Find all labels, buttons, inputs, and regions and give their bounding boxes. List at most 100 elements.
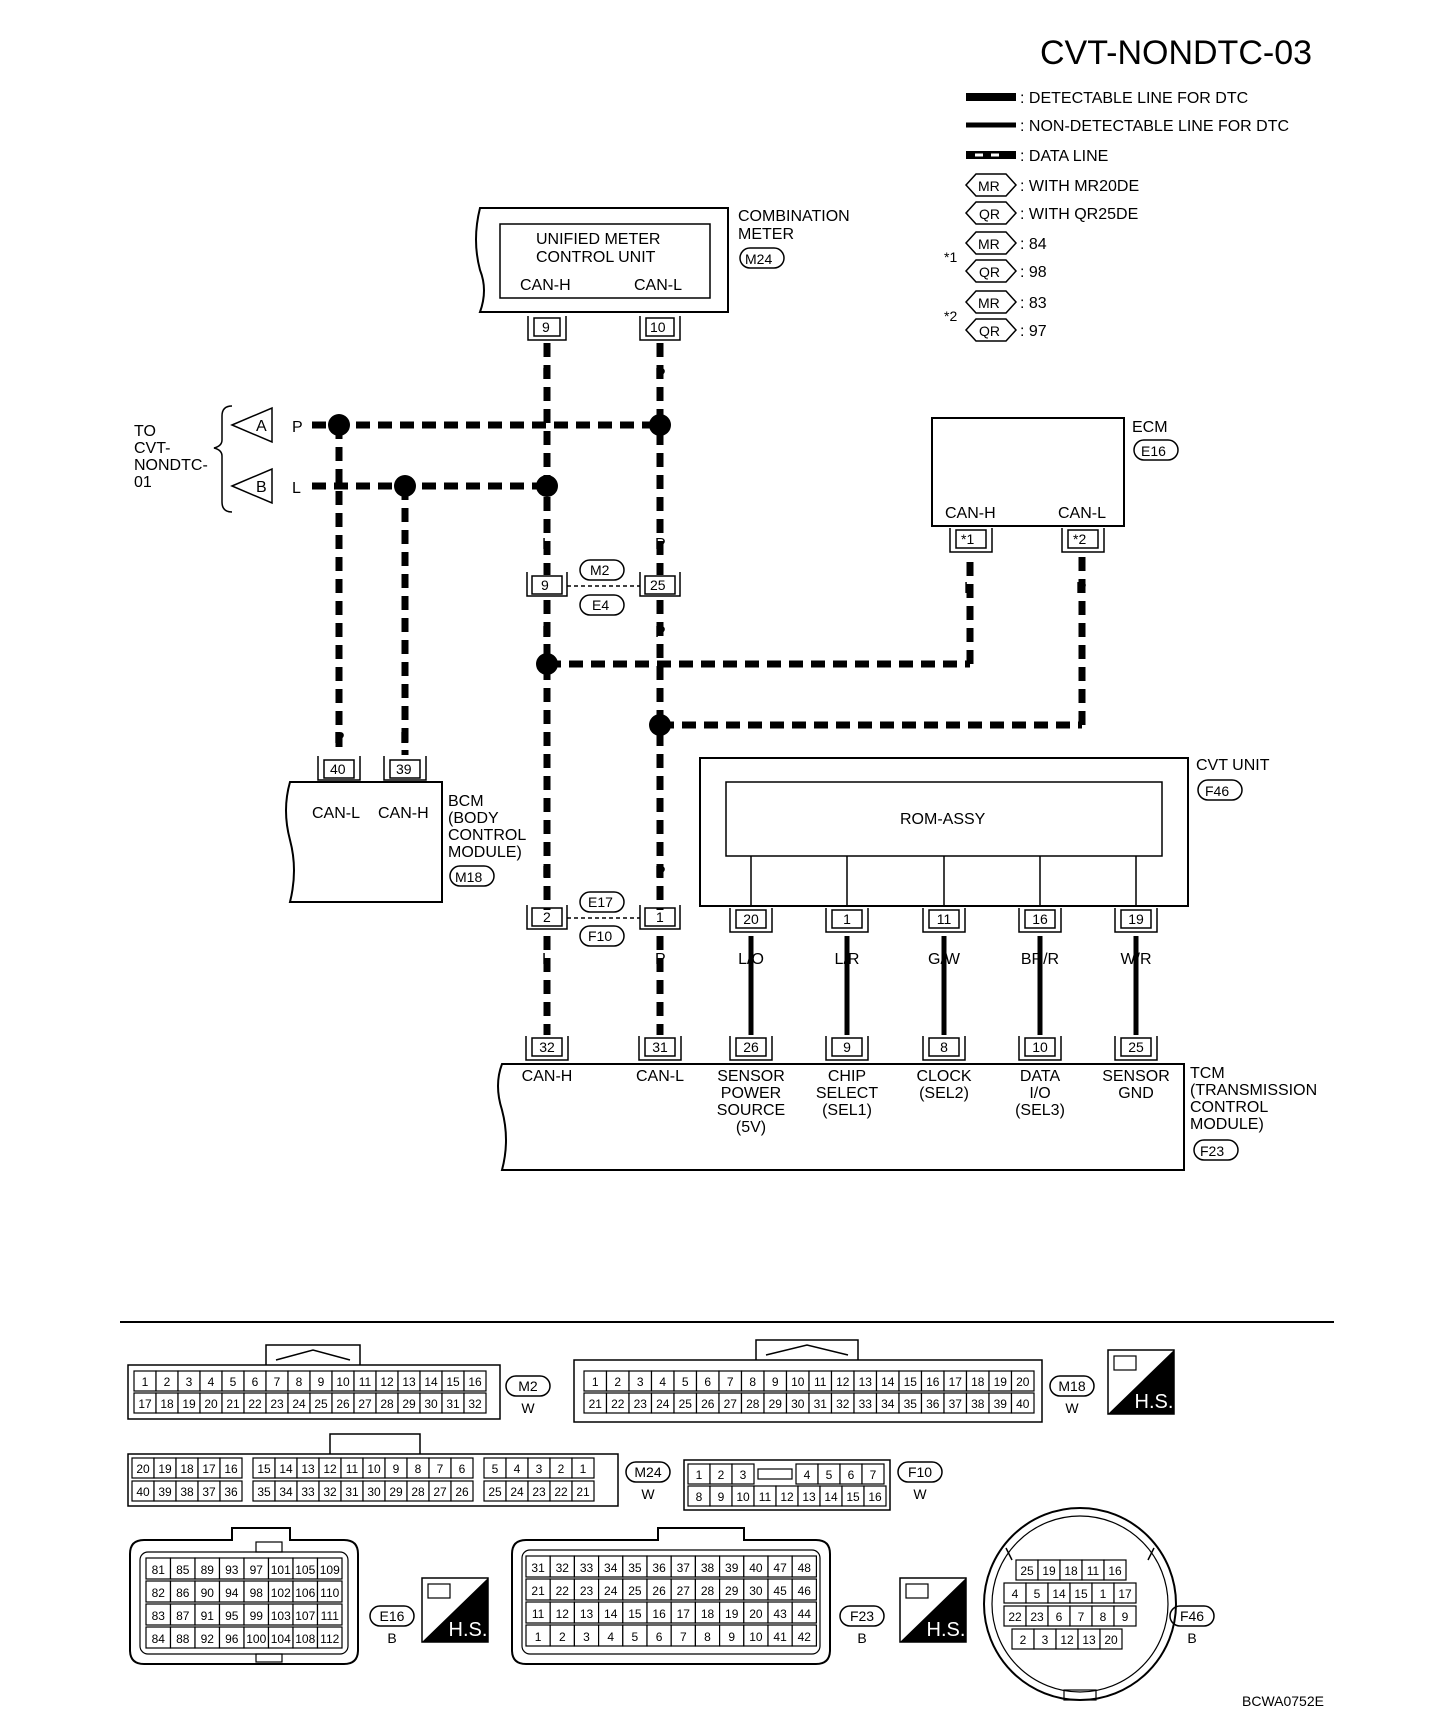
connector-cell: 82 (152, 1586, 166, 1600)
connector-cell: 29 (769, 1397, 783, 1411)
connector-cell: 87 (176, 1609, 190, 1623)
connector-cell: 81 (152, 1563, 166, 1577)
note1-qr: : 98 (1020, 264, 1047, 281)
connector-cell: 98 (250, 1586, 264, 1600)
connector-cell: 90 (201, 1586, 215, 1600)
connector-cell: 18 (1064, 1564, 1078, 1578)
tcm-terminal-label: CLOCK (916, 1068, 971, 1085)
connector-cell: 30 (791, 1397, 805, 1411)
connector-cell: 9 (318, 1375, 325, 1389)
connector-cell: 7 (680, 1630, 687, 1644)
connector-cell: 39 (158, 1485, 172, 1499)
connector-cell: 12 (556, 1607, 570, 1621)
connector-cell: 47 (773, 1561, 787, 1575)
svg-text:NONDTC-: NONDTC- (134, 457, 208, 474)
tcm-terminal-label: (SEL3) (1015, 1102, 1065, 1119)
connector-cell: 112 (320, 1632, 339, 1646)
connector-cell: 35 (257, 1485, 271, 1499)
connector-cell: 8 (415, 1462, 422, 1476)
legend-non-detectable: : NON-DETECTABLE LINE FOR DTC (1020, 118, 1289, 135)
connector-cell: 35 (904, 1397, 918, 1411)
svg-text:MODULE): MODULE) (1190, 1116, 1264, 1133)
connector-cell: 33 (859, 1397, 873, 1411)
connector-cell: 20 (749, 1607, 763, 1621)
connector-cell: 3 (583, 1630, 590, 1644)
connector-cell: 11 (359, 1375, 372, 1389)
doc-code: BCWA0752E (1242, 1693, 1324, 1709)
connector-cell: 27 (433, 1485, 447, 1499)
connector-cell: 2 (559, 1630, 566, 1644)
connector-cell: 39 (994, 1397, 1008, 1411)
meter-inner-line2: CONTROL UNIT (536, 249, 656, 266)
connector-cell: 20 (1016, 1375, 1030, 1389)
connector-cell: 6 (1056, 1610, 1063, 1624)
connector-tag: E16 (380, 1608, 405, 1624)
connector-cell: 13 (1082, 1633, 1096, 1647)
connector-cell: 99 (250, 1609, 264, 1623)
connector-cell: 7 (437, 1462, 444, 1476)
connector-cell: 3 (637, 1375, 644, 1389)
connector-cell: 34 (279, 1485, 293, 1499)
svg-text:9: 9 (541, 577, 549, 593)
connector-cell: 5 (682, 1375, 689, 1389)
connector-cell: 12 (323, 1462, 337, 1476)
tcm-terminal-label: DATA (1020, 1068, 1061, 1085)
svg-text:QR: QR (979, 264, 1000, 280)
meter-connector: M24 (745, 251, 772, 267)
bcm: 40 39 CAN-L CAN-H BCM (BODY CONTROL MODU… (285, 756, 526, 903)
connector-tag: M2 (518, 1378, 538, 1394)
connector-cell: 12 (836, 1375, 850, 1389)
connector-cell: 4 (607, 1630, 614, 1644)
connector-cell: 17 (138, 1397, 152, 1411)
svg-text:CAN-H: CAN-H (945, 505, 996, 522)
connector-cell: 5 (632, 1630, 639, 1644)
svg-text:E16: E16 (1141, 443, 1166, 459)
connector-cell: 15 (1074, 1587, 1088, 1601)
cvt-wire-color: L/R (835, 951, 860, 968)
to-reference: TO CVT- NONDTC- 01 A B (134, 405, 273, 513)
connector-cell: 40 (136, 1485, 150, 1499)
connector-cell: 44 (798, 1607, 812, 1621)
svg-text:F46: F46 (1205, 783, 1229, 799)
connector-cell: 15 (446, 1375, 460, 1389)
connector-color: W (521, 1400, 535, 1416)
tcm-pin-label: 25 (1128, 1039, 1144, 1055)
connector-cell: 27 (358, 1397, 372, 1411)
svg-text:MR: MR (978, 178, 1000, 194)
tcm-pin-label: 26 (743, 1039, 759, 1055)
connector-cell: 12 (380, 1375, 394, 1389)
connector-cell: 14 (424, 1375, 438, 1389)
connector-cell: 17 (202, 1462, 216, 1476)
qr-badge-2: QR (964, 259, 1018, 283)
svg-text:L: L (542, 624, 551, 641)
connector-cell: 109 (320, 1563, 340, 1577)
connector-cell: 2 (614, 1375, 621, 1389)
connector-cell: 91 (201, 1609, 215, 1623)
connector-cell: 5 (492, 1462, 499, 1476)
connector-cell: 7 (727, 1375, 734, 1389)
connector-cell: 24 (292, 1397, 306, 1411)
note2-qr: : 97 (1020, 323, 1047, 340)
connector-cell: 14 (1052, 1587, 1066, 1601)
wire-color-labels: L P L P L P L P L P P L L P P L (292, 366, 1087, 968)
connector-cell: 101 (271, 1563, 291, 1577)
connector-cell: 85 (176, 1563, 190, 1577)
connector-cell: 7 (870, 1468, 877, 1482)
connector-cell: 11 (1087, 1564, 1100, 1578)
connector-cell: 11 (759, 1490, 772, 1504)
connector-cell: 34 (881, 1397, 895, 1411)
connector-cell: 34 (604, 1561, 618, 1575)
svg-text:ECM: ECM (1132, 419, 1168, 436)
svg-text:25: 25 (650, 577, 666, 593)
connector-cell: 22 (554, 1485, 568, 1499)
can-bus-lines (312, 343, 1086, 1035)
connector-cell: 38 (180, 1485, 194, 1499)
connector-cell: 29 (389, 1485, 403, 1499)
connector-cell: 4 (659, 1375, 666, 1389)
connector-cell: 24 (604, 1584, 618, 1598)
connector-cell: 37 (202, 1485, 216, 1499)
svg-text:P: P (655, 951, 666, 968)
